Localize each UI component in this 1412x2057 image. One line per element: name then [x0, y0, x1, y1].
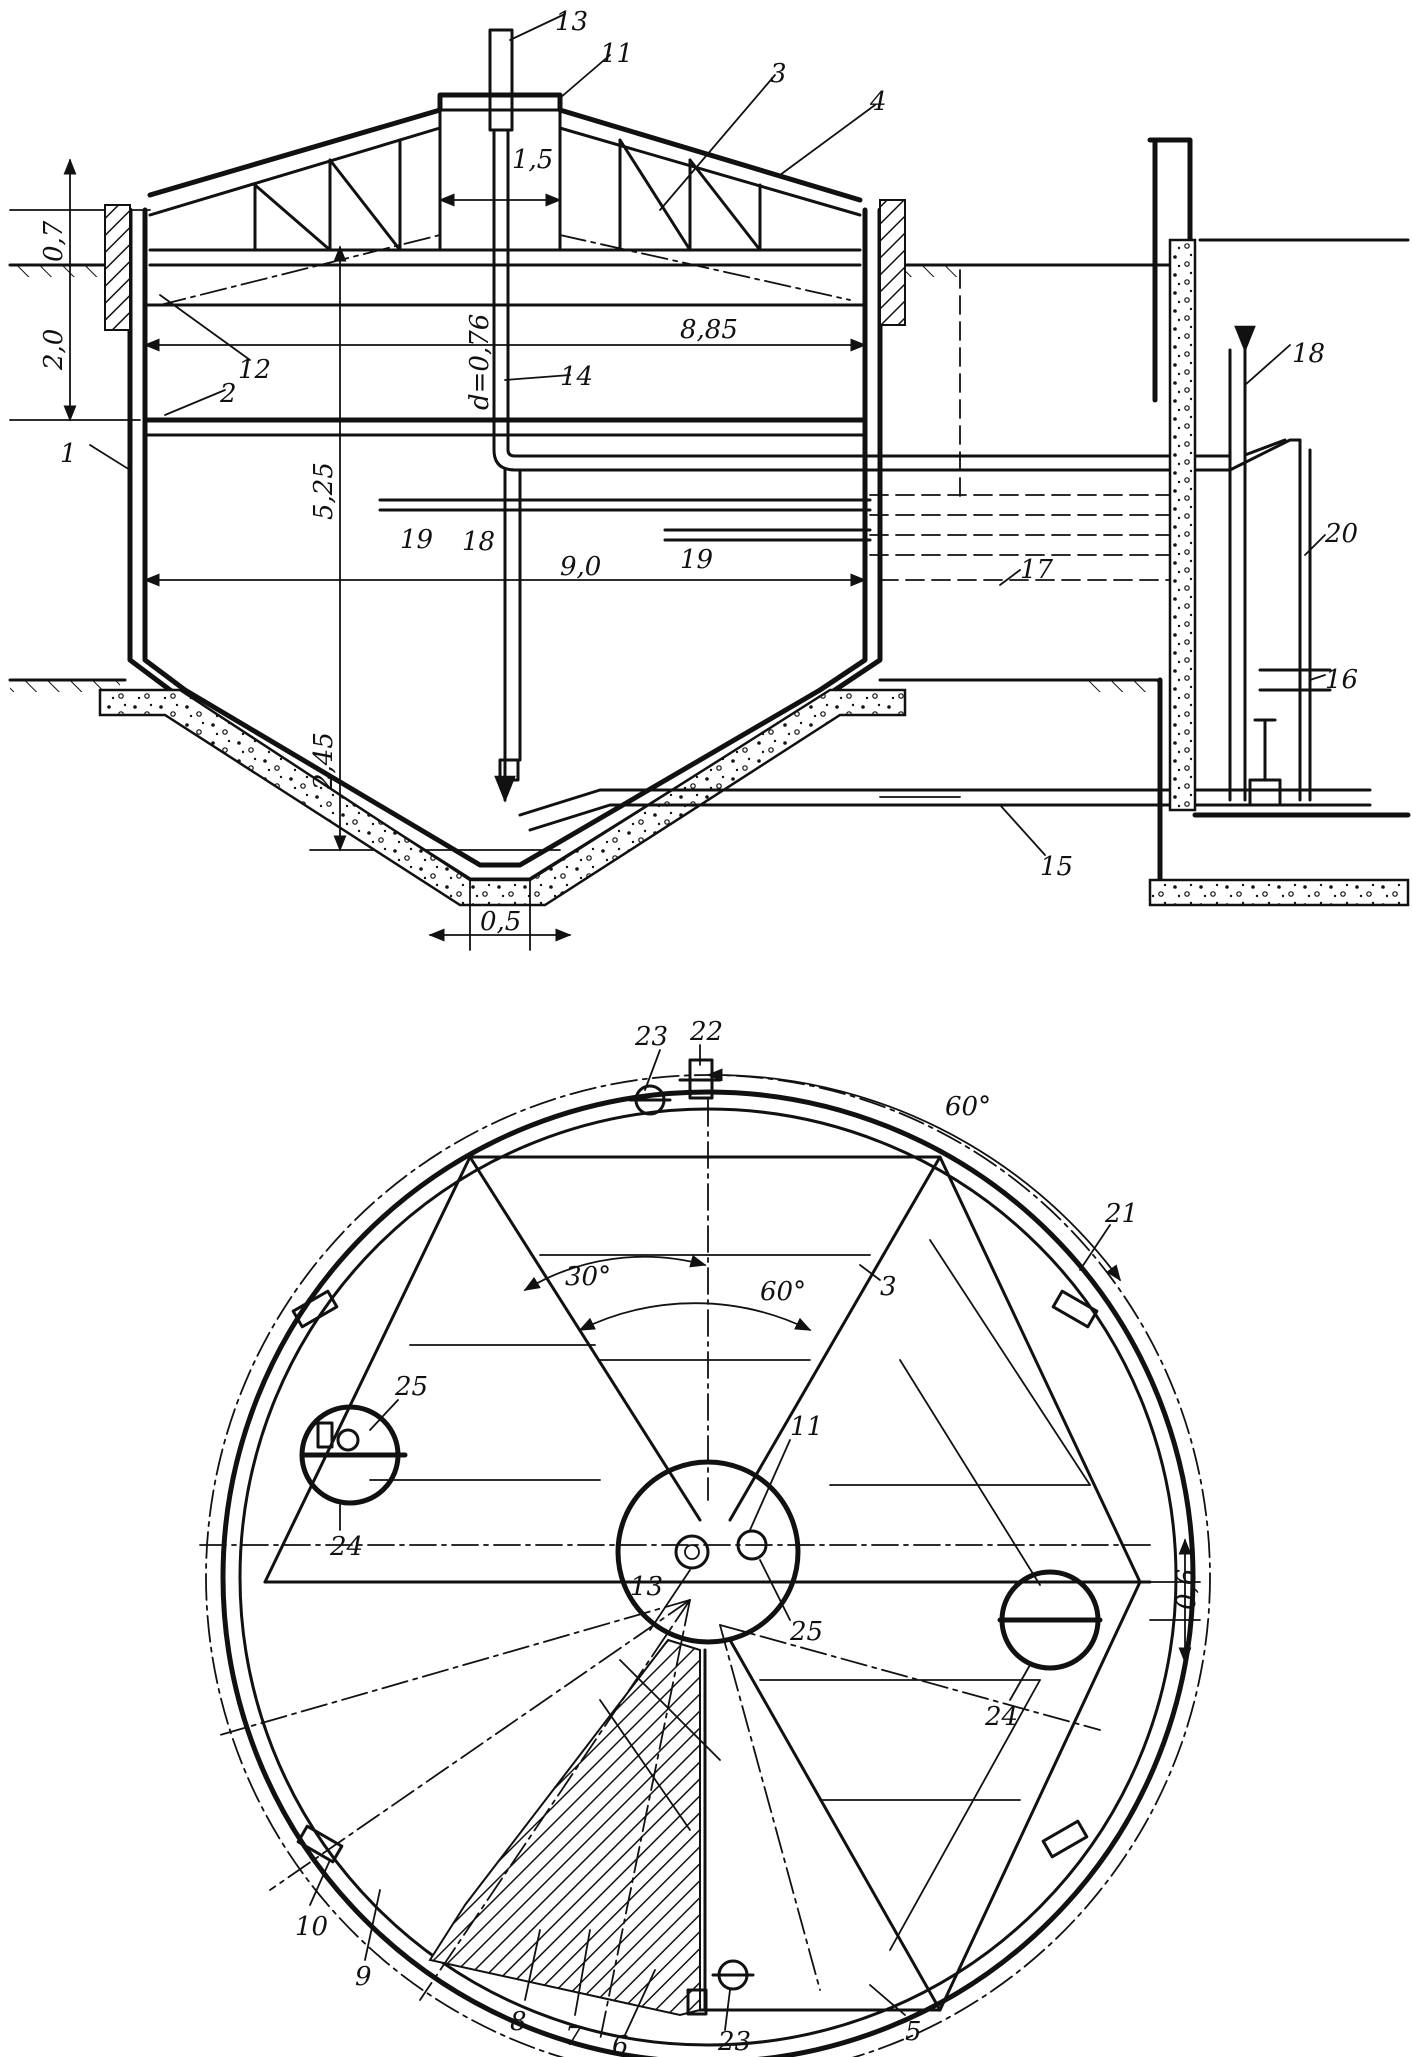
plan-callout-11: 11 [790, 1412, 823, 1442]
plan-callout-25-left: 25 [394, 1372, 428, 1402]
plan-callout-3: 3 [880, 1272, 897, 1302]
callout-17: 17 [1020, 555, 1054, 585]
callout-1: 1 [60, 439, 77, 469]
callout-18-outer: 18 [1292, 339, 1325, 369]
dim-2-45: 2,45 [309, 732, 339, 791]
section-leaders [89, 13, 1326, 856]
plan-callout-8: 8 [510, 2007, 527, 2037]
callout-20: 20 [1324, 519, 1358, 549]
gas-pipe [488, 28, 1232, 803]
manholes [299, 1404, 1103, 1671]
plan-callout-24-right: 24 [984, 1702, 1018, 1732]
dim-0-5: 0,5 [480, 907, 521, 937]
dim-0-7: 0,7 [39, 220, 69, 262]
sector-dashes [219, 1599, 1101, 2041]
callout-19-left: 19 [400, 525, 433, 555]
dim-0-6: 0,6 [1172, 1569, 1202, 1610]
callout-14: 14 [560, 362, 593, 392]
plan-callout-21: 21 [1104, 1199, 1138, 1229]
callout-15: 15 [1040, 852, 1073, 882]
dim-angle-30: 30° [565, 1262, 611, 1292]
dim-8-85: 8,85 [680, 315, 738, 345]
dim-9-0: 9,0 [560, 552, 601, 582]
heating-pipes [378, 269, 1181, 581]
plan-callout-25-right: 25 [789, 1617, 823, 1647]
roof-truss [147, 92, 863, 306]
callout-13: 13 [555, 7, 588, 37]
plan-callout-5: 5 [905, 2017, 922, 2047]
dim-angle-60-inner: 60° [760, 1277, 806, 1307]
wall-fittings [291, 1058, 1099, 2016]
plan-view: 60° 30° 60° 0,6 23 22 3 21 25 24 11 13 2… [199, 1017, 1211, 2057]
plan-callout-6: 6 [612, 2031, 629, 2057]
dim-5-25: 5,25 [309, 462, 339, 520]
plan-callout-9: 9 [355, 1962, 372, 1992]
callout-4: 4 [869, 87, 887, 117]
section-dimension-lines [63, 158, 867, 951]
plan-callout-10: 10 [295, 1912, 328, 1942]
sludge-sector [428, 1638, 701, 2017]
plan-callout-23-top: 23 [634, 1022, 668, 1052]
dim-1-5: 1,5 [512, 145, 553, 175]
plan-leaders [309, 1044, 1111, 2036]
plan-callout-7: 7 [565, 2022, 582, 2052]
tank-shell [98, 199, 907, 907]
callout-11: 11 [600, 39, 633, 69]
dim-pipe-diameter: d=0,76 [465, 314, 495, 410]
dim-angle-60-outer: 60° [945, 1092, 991, 1122]
callout-16: 16 [1325, 665, 1358, 695]
plan-callout-24-left: 24 [329, 1532, 363, 1562]
plan-callout-23-bottom: 23 [717, 2027, 751, 2057]
plan-callout-13: 13 [630, 1572, 663, 1602]
callout-3: 3 [770, 59, 787, 89]
section-view: 0,7 2,0 5,25 2,45 d=0,76 1,5 8,85 9,0 0,… [8, 7, 1411, 951]
plan-callout-22: 22 [689, 1017, 723, 1047]
callout-18-inner: 18 [462, 527, 495, 557]
dim-2-0: 2,0 [39, 329, 69, 371]
service-chamber [1147, 137, 1411, 907]
sludge-pipe [518, 788, 1372, 832]
callout-2: 2 [219, 379, 237, 409]
callout-12: 12 [238, 355, 271, 385]
angle-arcs [523, 1068, 1201, 1664]
callout-19-right: 19 [680, 545, 713, 575]
